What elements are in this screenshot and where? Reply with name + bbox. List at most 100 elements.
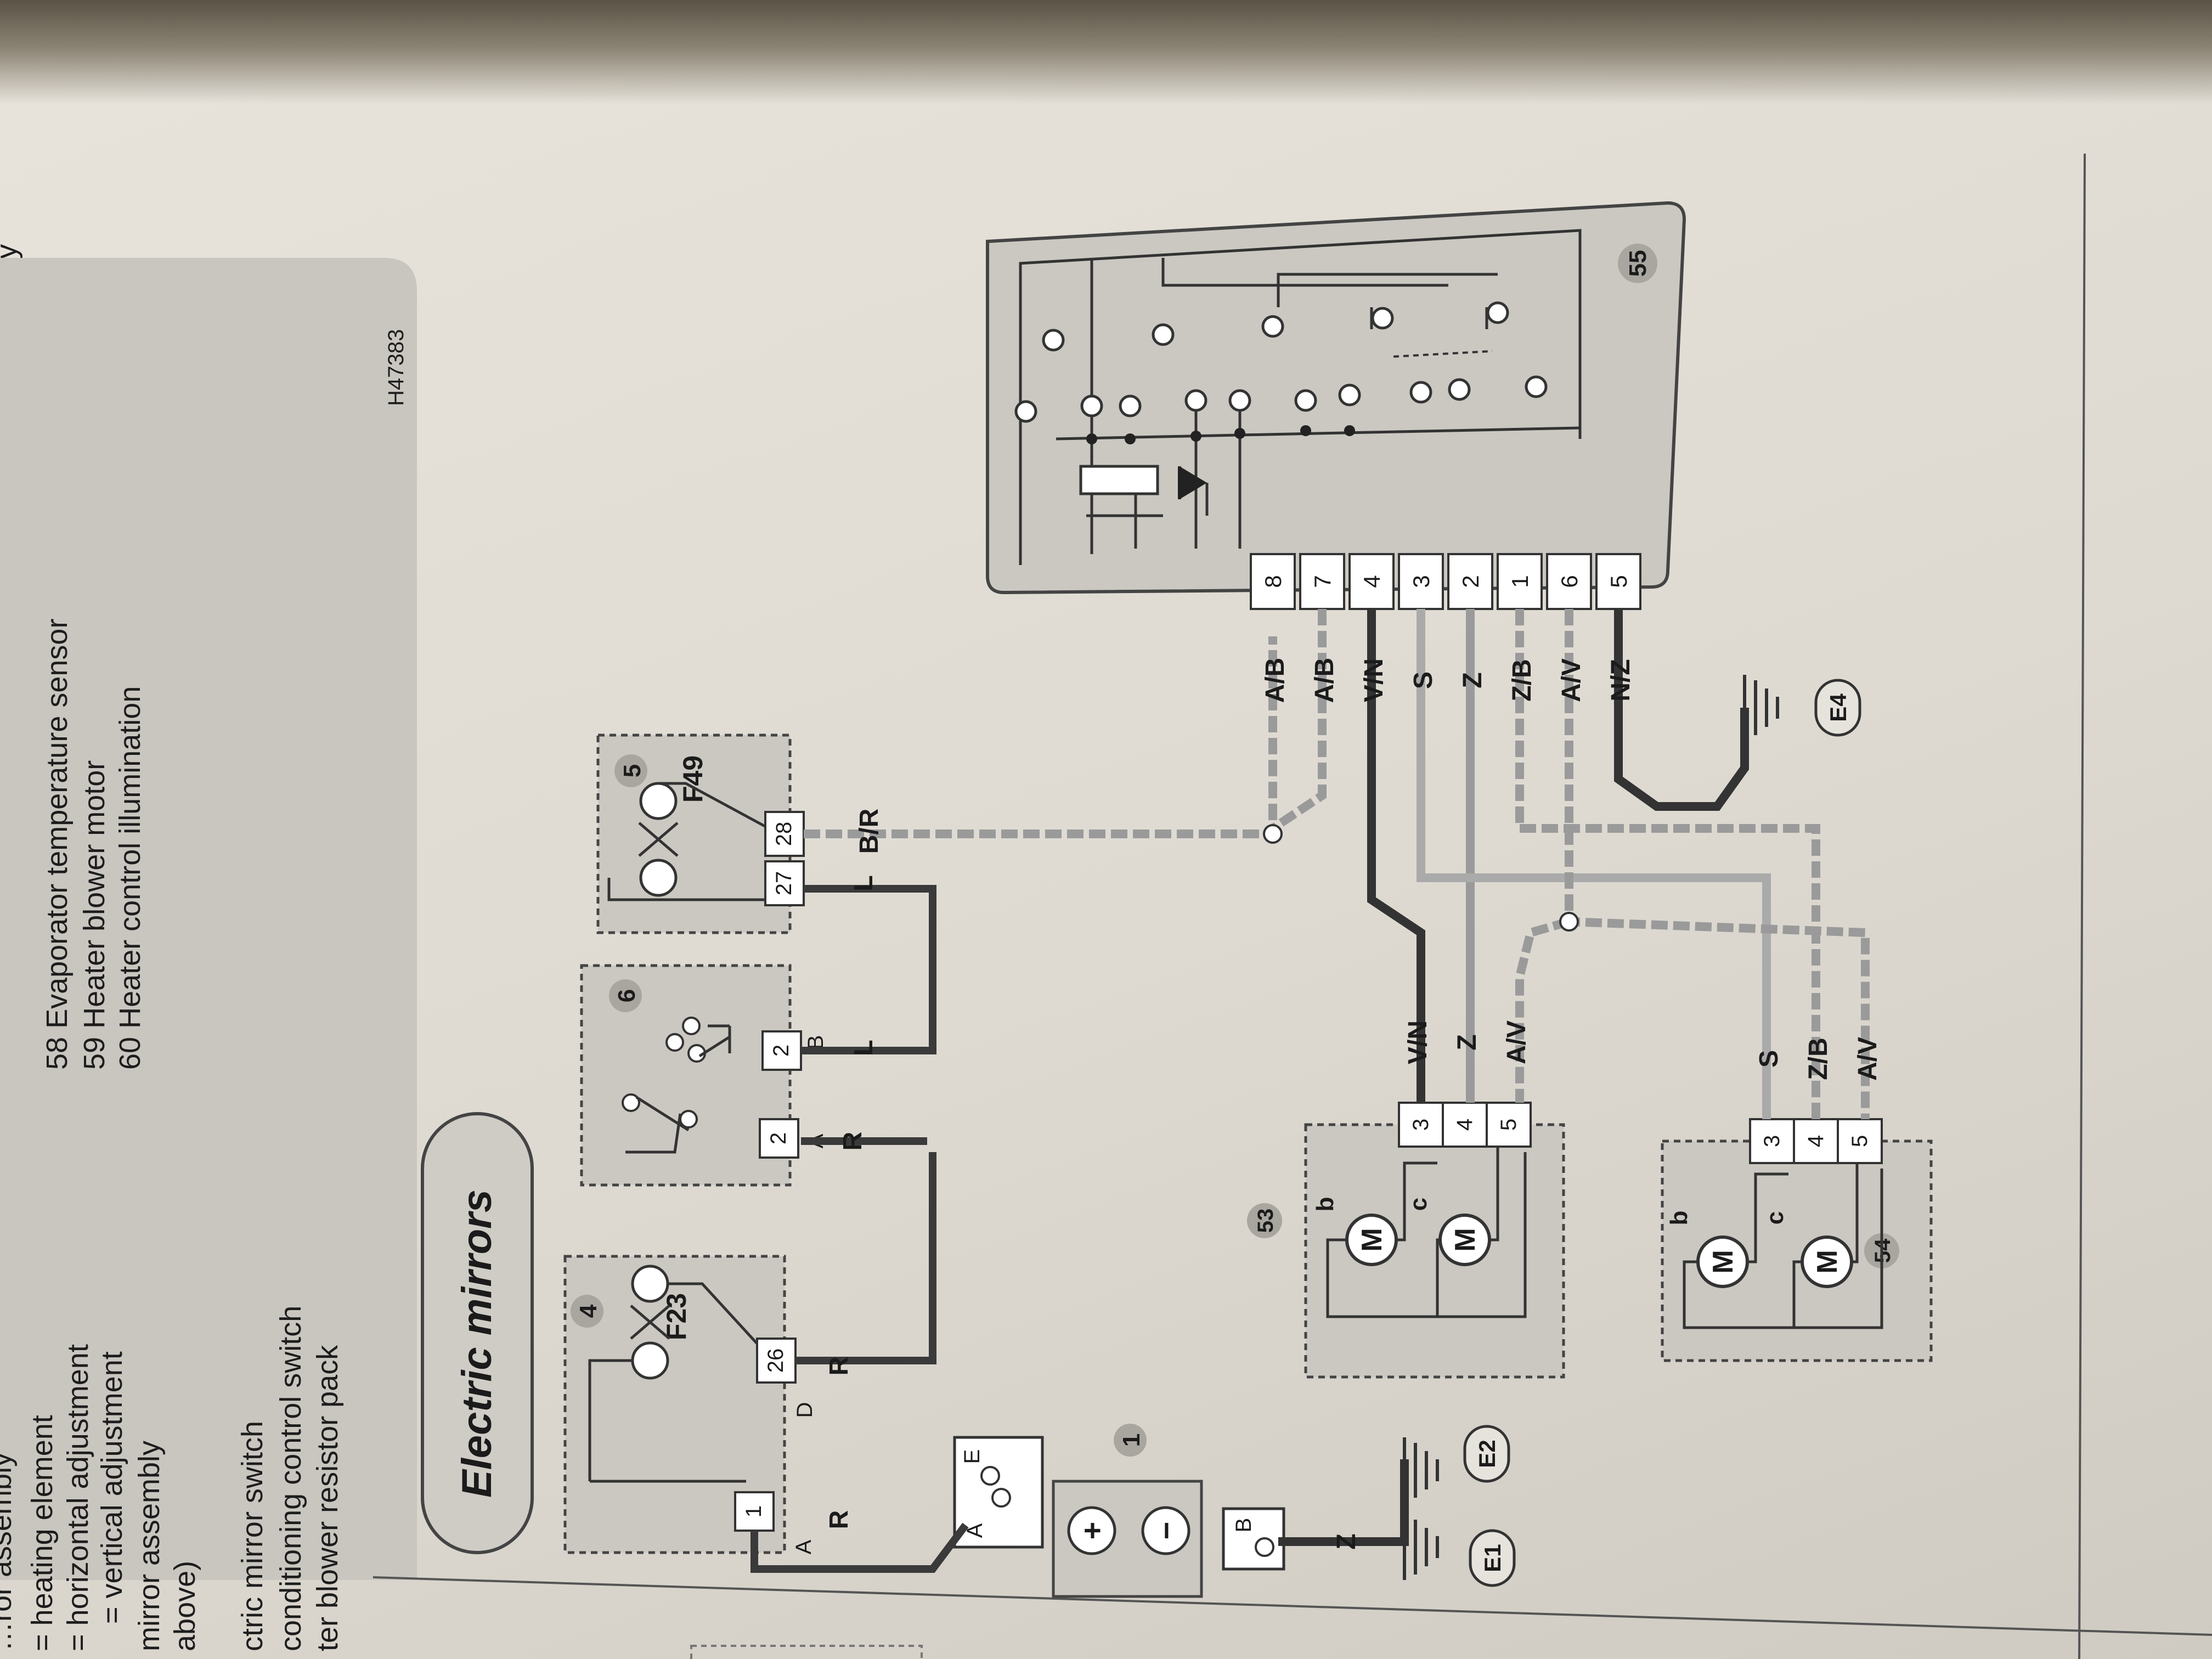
fuse-f49-symbol [638, 822, 679, 857]
battery-negative [1141, 1506, 1190, 1555]
c5-internal-wire [658, 782, 780, 836]
key-item: above) [168, 1561, 201, 1651]
battery-positive [1067, 1506, 1116, 1555]
svg-text:5: 5 [1497, 1119, 1521, 1131]
wiring [751, 609, 1870, 1573]
wire-label: B/R [855, 809, 884, 854]
wire-label: A/B [1310, 658, 1339, 703]
c53-pin-5 [1486, 1102, 1532, 1148]
c55-pin-strip: 8 7 4 3 2 1 6 5 [1250, 553, 1641, 610]
svg-text:b: b [1666, 1211, 1692, 1226]
svg-text:2: 2 [766, 1132, 791, 1144]
switch-contact [622, 1093, 640, 1112]
svg-text:E4: E4 [1825, 693, 1851, 722]
c54-internal-wire [1747, 1172, 1788, 1263]
wire-labels: R R R L L B/R Z V/N Z A/V S Z/B A/V A/B … [825, 658, 1882, 1550]
junction [1559, 912, 1579, 932]
badge-1-label: 1 [1118, 1434, 1145, 1447]
key-item: mirror assembly [133, 1441, 166, 1651]
svg-text:E1: E1 [1480, 1544, 1505, 1572]
wire-label: Z/B [1804, 1037, 1833, 1080]
wire-label: Z/B [1508, 659, 1537, 701]
c53-internal-wire [1326, 1152, 1527, 1318]
c55-pin [1348, 553, 1395, 610]
earth-label-e2 [1463, 1425, 1510, 1483]
next-box-edge [690, 1645, 923, 1659]
wire-s [1417, 609, 1771, 1119]
svg-text:c: c [1762, 1211, 1788, 1224]
wire-nz [1614, 609, 1749, 811]
contact [980, 1466, 1000, 1486]
key-item: 58 Evaporator temperature sensor [41, 619, 74, 1070]
key-item: = horizontal adjustment [61, 1344, 94, 1651]
wire-label: R [825, 1510, 854, 1530]
badge-5 [614, 754, 647, 787]
fuse-f49-label: F49 [678, 755, 708, 803]
key-item: = heating element [26, 1415, 59, 1651]
fuse-f49-terminal [639, 782, 678, 820]
resistor-icon [1079, 465, 1159, 495]
switch-contact [665, 1033, 684, 1052]
svg-text:−: − [1149, 1522, 1183, 1540]
page-edge-shadow [0, 0, 2212, 104]
badge-6-label: 6 [613, 989, 640, 1002]
fuse-f49-terminal [639, 859, 678, 897]
wire-label: A/V [1853, 1037, 1882, 1081]
c54-internal-wire [1683, 1169, 1883, 1329]
earth-label-e1 [1469, 1529, 1516, 1587]
badge-53-label: 53 [1254, 1209, 1278, 1233]
contact [991, 1488, 1011, 1508]
fuse-f23-symbol [630, 1305, 670, 1340]
c55-pin [1250, 553, 1296, 610]
contact [1255, 1537, 1274, 1557]
svg-text:M: M [1449, 1228, 1481, 1251]
earth-icon [1403, 1437, 1439, 1503]
svg-text:M: M [1707, 1250, 1739, 1273]
wire-av [1565, 609, 1870, 1119]
wire-label: L [849, 875, 878, 891]
c54-internal-wire [1792, 1260, 1802, 1328]
wire-zb [1515, 609, 1820, 1119]
svg-text:6: 6 [1556, 575, 1582, 588]
badge-55-label: 55 [1624, 250, 1651, 277]
key-item: 59 Heater blower motor [78, 760, 111, 1070]
svg-text:3: 3 [1409, 1119, 1433, 1131]
wire-label: V/N [1403, 1020, 1432, 1064]
divider-rule [373, 1576, 2212, 1636]
svg-text:3: 3 [1760, 1135, 1784, 1147]
c54-pin-3 [1749, 1118, 1795, 1164]
svg-text:4: 4 [1359, 575, 1385, 588]
wire-label: R [838, 1132, 867, 1151]
svg-text:4: 4 [1804, 1135, 1828, 1147]
badge-6 [609, 979, 642, 1012]
svg-text:3: 3 [1408, 575, 1434, 588]
key-item: ter blower resistor pack [311, 1345, 344, 1651]
svg-text:5: 5 [1848, 1135, 1872, 1147]
svg-text:A: A [963, 1523, 987, 1538]
key-item: = vertical adjustment [95, 1351, 128, 1624]
svg-text:M: M [1812, 1250, 1843, 1273]
earth-icon [1403, 1514, 1439, 1580]
c5-internal-wire [607, 878, 779, 901]
wire-label: N/Z [1606, 659, 1635, 701]
svg-text:8: 8 [1260, 575, 1286, 588]
key-right-list: 58 Evaporator temperature sensor 59 Heat… [41, 619, 146, 1070]
ref-code: H47383 [384, 329, 408, 406]
c53-pin-4 [1442, 1102, 1488, 1148]
junction [1263, 824, 1283, 844]
svg-text:A: A [792, 1539, 816, 1554]
c4-pin-26 [756, 1338, 797, 1384]
badge-55 [1618, 244, 1657, 283]
c4-internal-wire [668, 1282, 764, 1351]
svg-text:4: 4 [1453, 1119, 1477, 1131]
svg-text:M: M [1356, 1228, 1388, 1251]
wire-r [795, 1152, 936, 1364]
badge-4 [571, 1295, 603, 1328]
svg-text:2: 2 [769, 1045, 793, 1057]
led-icon [1180, 466, 1207, 499]
svg-text:1: 1 [742, 1505, 766, 1517]
svg-text:2: 2 [1458, 575, 1483, 588]
svg-text:28: 28 [772, 822, 796, 847]
svg-text:26: 26 [764, 1348, 788, 1373]
